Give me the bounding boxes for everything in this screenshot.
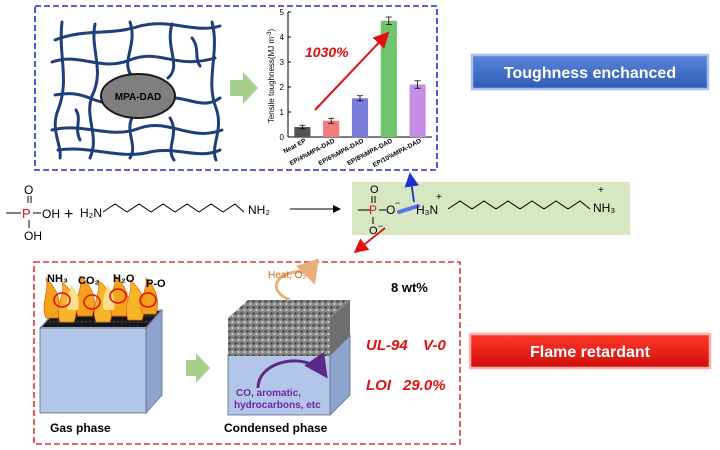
salt-phosphorus: P [369, 203, 377, 217]
toughness-panel-border [34, 5, 438, 171]
salt-oxygen-bottom: O [369, 225, 378, 237]
salt-charge-minus-right: − [395, 198, 400, 208]
ammonium-cation: H₃N + NH₃ + [416, 185, 615, 217]
polymer-network [50, 20, 224, 162]
plus-sign: + [64, 206, 73, 223]
mpa-dad-core [100, 73, 176, 119]
condensed-product-arrow [256, 351, 328, 389]
increase-annotation: 1030% [305, 44, 349, 60]
ammonium-right: NH₃ [593, 201, 615, 215]
bar-1 [294, 127, 311, 137]
loi-value: 29.0% [402, 377, 446, 394]
salt-charge-minus-bottom: − [378, 221, 383, 231]
ammonium-left: H₃N [416, 203, 438, 217]
toughness-tag [470, 53, 710, 91]
heat-oxygen-label: Heat, O₂ [268, 270, 306, 281]
condensed-products-line1: CO, aromatic, [236, 388, 301, 399]
error-bar-2 [328, 117, 335, 124]
radical-circle-2 [83, 294, 101, 310]
bar-4 [380, 20, 397, 137]
loi-label: LOI [366, 377, 392, 394]
bar-3 [351, 98, 369, 137]
flame-9 [102, 284, 115, 310]
salt-oxygen-top: O [370, 184, 379, 196]
gas-species-h2o: H₂O [113, 273, 135, 285]
error-bar-3 [357, 95, 363, 102]
error-bar-1 [299, 124, 306, 130]
y-tick-label: 3 [280, 58, 285, 67]
y-axis-title: Tensile toughness(MJ m-3) [267, 29, 276, 124]
flame-tag [468, 332, 712, 370]
mpa-dad-label: MPA-DAD [115, 92, 161, 103]
ammonium-right-charge: + [598, 185, 604, 196]
error-bar-5 [414, 80, 421, 89]
bar-2 [323, 120, 340, 137]
loading-value: 8 wt% [391, 280, 428, 295]
gas-species-co2: CO₂ [78, 275, 100, 287]
salt-to-toughness-arrow [404, 172, 419, 203]
gas-phase-block [39, 308, 163, 415]
oxygen-double-bond: O [24, 183, 33, 197]
gas-species-po: P-O [146, 278, 166, 290]
salt-decane-chain [447, 200, 591, 210]
diamine: H₂N NH₂ [80, 203, 270, 220]
heat-oxygen-arrow [274, 258, 319, 302]
gas-phase-label: Gas phase [50, 421, 111, 435]
gas-to-condensed-arrow [186, 353, 210, 383]
network-to-chart-arrow [230, 72, 258, 104]
ionic-bond-highlight [397, 204, 420, 214]
phosphonate-anion: O P O − O − [358, 184, 400, 237]
amine-right: NH₂ [248, 203, 270, 217]
condensed-phase-block [227, 300, 351, 416]
gas-species-nh3: NH₃ [47, 273, 68, 285]
flame-panel-border [33, 261, 461, 445]
y-tick-label: 4 [280, 33, 285, 42]
y-tick-label: 1 [280, 108, 285, 117]
x-tick-label: EP/10%MPA-DAD [372, 137, 423, 169]
flames [43, 272, 158, 323]
condensed-products-line2: hydrocarbons, etc [234, 400, 321, 411]
hydroxyl-bottom: OH [24, 229, 42, 243]
phosphorus-atom: P [22, 206, 31, 221]
salt-box [352, 182, 630, 235]
salt-oxygen-right: O [386, 203, 395, 217]
ul94-label: UL-94 [366, 337, 408, 354]
gas-species-labels: NH₃ CO₂ H₂O P-O [47, 273, 166, 290]
radical-circle-1 [53, 292, 71, 308]
error-bar-4 [385, 16, 392, 25]
condensed-phase-label: Condensed phase [224, 421, 328, 435]
toughness-tag-text: Toughness enchanced [504, 65, 676, 82]
bar-5 [409, 84, 426, 137]
flame-tag-text: Flame retardant [530, 344, 651, 361]
phosphonic-acid: P O OH OH [6, 183, 60, 243]
y-tick-label: 2 [280, 83, 285, 92]
increase-arrow [314, 31, 390, 111]
y-tick-label: 0 [280, 133, 285, 142]
hydroxyl-right: OH [42, 207, 60, 221]
char-residue [228, 318, 330, 356]
salt-to-flame-arrow [353, 227, 386, 254]
ammonium-left-charge: + [436, 192, 442, 203]
radical-circle-3 [109, 288, 127, 304]
decane-chain [102, 203, 245, 213]
amine-left: H₂N [80, 206, 102, 220]
ul94-value: V-0 [423, 337, 446, 354]
gas-species-circles [53, 288, 157, 310]
radical-circle-4 [139, 292, 157, 308]
y-tick-label: 5 [280, 8, 285, 17]
